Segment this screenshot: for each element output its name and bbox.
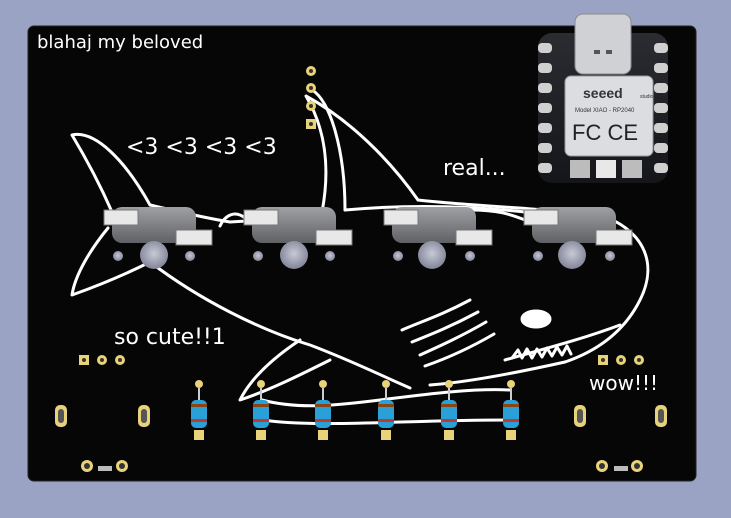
resistor-4 [378, 380, 394, 440]
resistors [191, 380, 519, 440]
pcb-board [27, 25, 697, 482]
pads-left [55, 355, 150, 472]
silk-title-text: blahaj my beloved [37, 32, 203, 53]
resistor-3 [315, 380, 331, 440]
silk-real-text: real... [443, 156, 506, 181]
switch-1 [103, 207, 213, 269]
resistor-2 [253, 380, 269, 440]
resistor-5 [441, 380, 457, 440]
silk-cute-text: so cute!!1 [114, 325, 226, 350]
usb-c-connector [574, 13, 632, 75]
pin-header [306, 66, 316, 129]
switch-2 [243, 207, 353, 269]
silk-hearts-text: <3 <3 <3 <3 [126, 135, 277, 160]
switch-3 [383, 207, 493, 269]
switch-4 [523, 207, 633, 269]
pads-right [574, 355, 667, 472]
module-brand-small-text: studio [640, 94, 654, 100]
resistor-6 [503, 380, 519, 440]
module-cert-text: FC CE [572, 120, 638, 145]
silk-wow-text: wow!!! [589, 371, 658, 395]
resistor-1 [191, 380, 207, 440]
module-brand-text: seeed [583, 85, 623, 101]
module-model-text: Model XIAO - RP2040 [575, 108, 635, 114]
xiao-rp2040-module: seeed studio Model XIAO - RP2040 FC CE [538, 13, 668, 183]
